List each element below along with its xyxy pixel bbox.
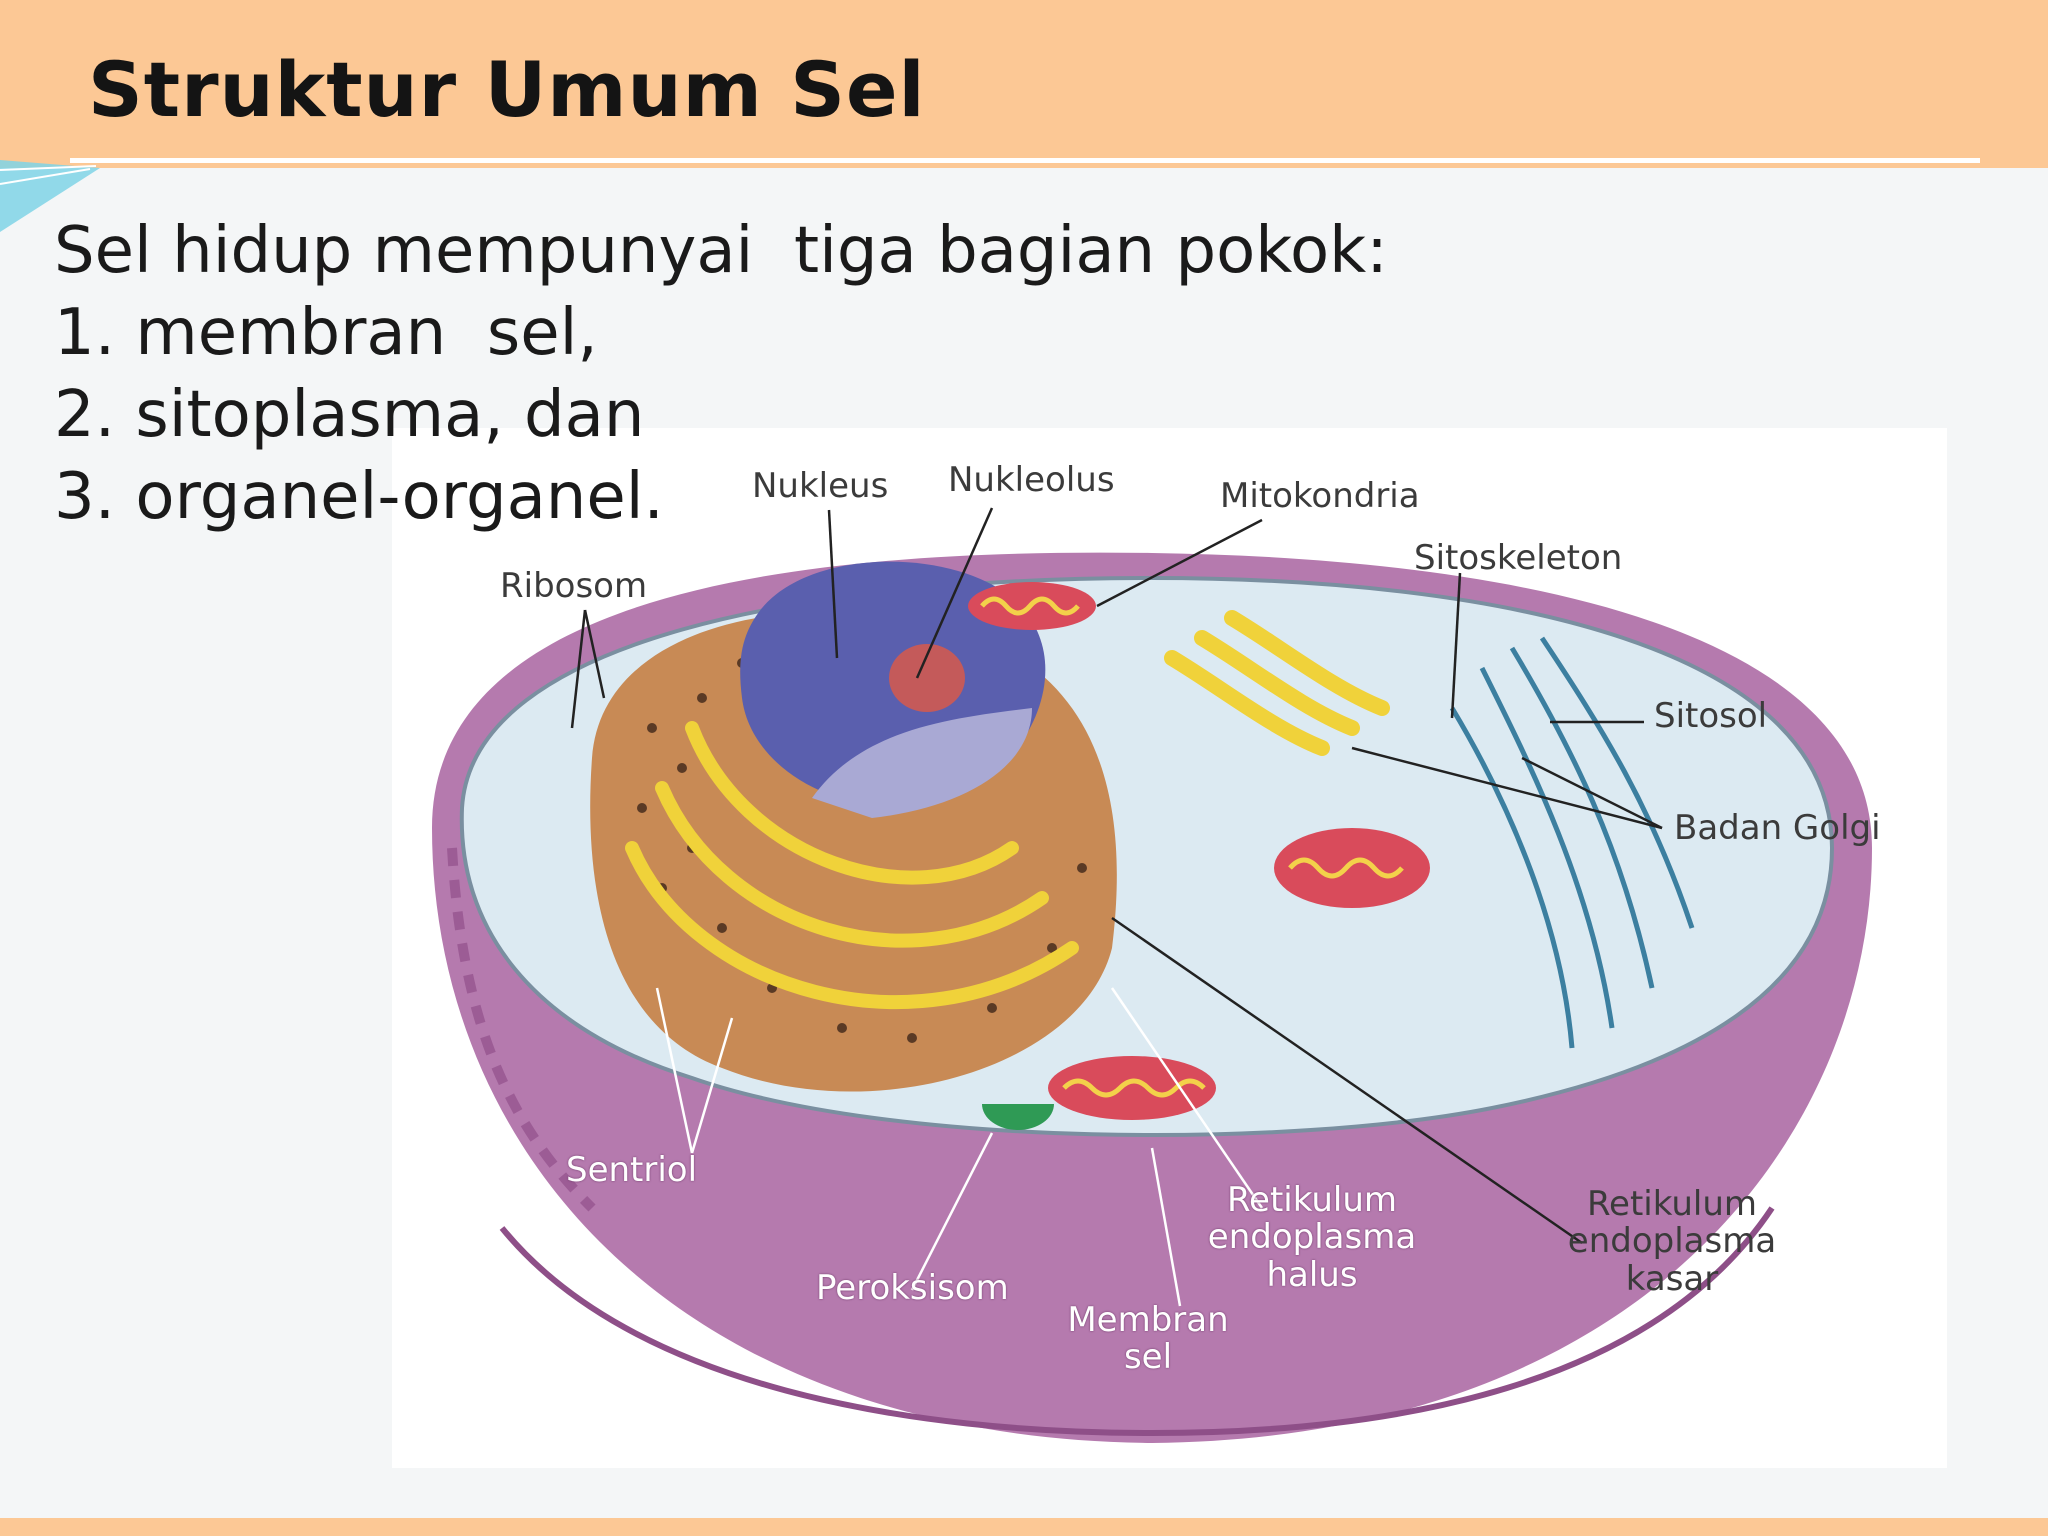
label-membran-sel: Membran sel — [1048, 1300, 1248, 1378]
label-re-halus: Retikulum endoplasma halus — [1202, 1180, 1422, 1295]
label-sentriol: Sentriol — [566, 1150, 698, 1190]
label-re-halus-line-1: Retikulum — [1226, 1180, 1398, 1220]
body-text: Sel hidup mempunyai tiga bagian pokok: 1… — [54, 210, 1388, 538]
footer-bar — [0, 1518, 2048, 1536]
label-re-kasar-line-2: endoplasma — [1567, 1221, 1777, 1262]
label-badan-golgi: Badan Golgi — [1674, 808, 1881, 848]
title-bar — [0, 0, 2048, 168]
label-re-kasar-line-1: Retikulum — [1586, 1184, 1758, 1224]
label-re-halus-line-3: halus — [1266, 1254, 1358, 1295]
label-mitokondria: Mitokondria — [1220, 476, 1420, 516]
list-item-3: 3. organel-organel. — [54, 460, 664, 534]
label-re-halus-line-2: endoplasma — [1207, 1217, 1417, 1258]
list-item-2: 2. sitoplasma, dan — [54, 378, 645, 452]
label-membran-sel-line-2: sel — [1123, 1337, 1173, 1378]
cell-diagram: Nukleus Nukleolus Mitokondria Sitoskelet… — [392, 428, 1947, 1468]
label-nukleolus: Nukleolus — [948, 460, 1115, 500]
label-membran-sel-line-1: Membran — [1067, 1300, 1229, 1340]
cell-illustration — [432, 507, 1872, 1443]
label-ribosom: Ribosom — [500, 566, 648, 606]
slide-title: Struktur Umum Sel — [88, 45, 926, 134]
label-sitosol: Sitosol — [1654, 696, 1768, 736]
label-re-kasar-line-3: kasar — [1625, 1258, 1719, 1299]
header-divider — [70, 158, 1980, 163]
intro-line: Sel hidup mempunyai tiga bagian pokok: — [54, 214, 1388, 288]
label-peroksisom: Peroksisom — [816, 1268, 1009, 1308]
list-item-1: 1. membran sel, — [54, 296, 598, 370]
corner-accent — [0, 160, 100, 232]
label-nukleus: Nukleus — [752, 466, 889, 506]
label-sitoskeleton: Sitoskeleton — [1414, 538, 1623, 578]
label-re-kasar: Retikulum endoplasma kasar — [1562, 1184, 1782, 1299]
